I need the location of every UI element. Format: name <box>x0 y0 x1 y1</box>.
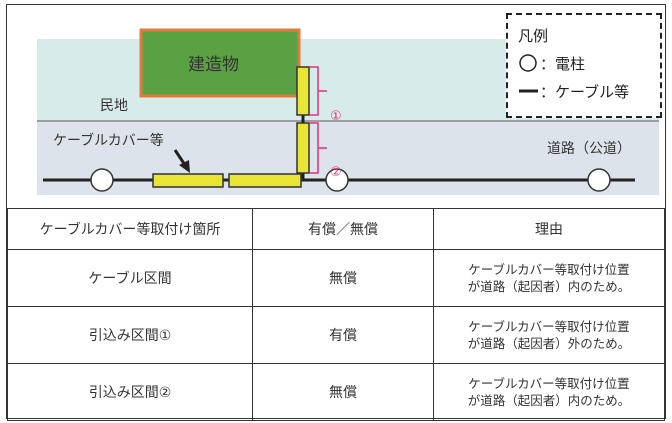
column-header-location: ケーブルカバー等取付け箇所 <box>7 208 253 250</box>
cable-legend-icon <box>519 89 538 93</box>
pole-legend-icon <box>519 54 537 72</box>
reason-line: ケーブルカバー等取付け位置 <box>468 319 630 334</box>
reason-line: が道路（起因者）外のため。 <box>467 336 631 351</box>
bracket-1 <box>310 66 327 116</box>
legend-pole-row: ：電柱 <box>518 53 585 74</box>
reason-line: ケーブルカバー等取付け位置 <box>468 262 630 277</box>
legend-cable-text: ：ケーブル等 <box>540 83 630 101</box>
arrow-line <box>173 149 187 166</box>
charge-cell: 無償 <box>252 249 434 307</box>
location-cell: ケーブル区間 <box>7 249 253 307</box>
bracket-2 <box>310 122 327 174</box>
cable-cover-section-2 <box>296 122 310 174</box>
reason-cell: ケーブルカバー等取付け位置が道路（起因者）内のため。 <box>433 363 665 421</box>
table-row: 引込み区間② 無償 ケーブルカバー等取付け位置が道路（起因者）内のため。 <box>7 363 665 421</box>
building-label: 建造物 <box>188 55 239 75</box>
legend-cable-row: ：ケーブル等 <box>518 81 629 102</box>
column-header-reason: 理由 <box>433 208 665 250</box>
private-land-label: 民地 <box>100 98 128 114</box>
building <box>139 28 301 98</box>
cable-cover-road-2 <box>228 173 302 188</box>
arrow-head-icon <box>179 160 190 173</box>
utility-pole-icon <box>325 168 349 192</box>
legend: 凡例 ：電柱 ：ケーブル等 <box>506 13 662 118</box>
charge-cell: 無償 <box>252 363 434 421</box>
road-label: 道路（公道） <box>547 141 631 157</box>
charge-table: ケーブルカバー等取付け箇所 有償／無償 理由 ケーブル区間 無償 ケーブルカバー… <box>7 208 665 421</box>
cable-cover-section-1 <box>296 66 310 116</box>
legend-pole-text: ：電柱 <box>540 55 586 73</box>
cable-cover-label: ケーブルカバー等 <box>53 133 164 149</box>
diagram: 建造物 民地 ケーブルカバー等 道路（公道） ① ② 凡例 ：電柱 ：ケーブル等 <box>7 5 664 208</box>
table-row: ケーブル区間 無償 ケーブルカバー等取付け位置が道路（起因者）内のため。 <box>7 249 665 307</box>
reason-cell: ケーブルカバー等取付け位置が道路（起因者）内のため。 <box>433 249 665 307</box>
marker-2-label: ② <box>330 165 342 180</box>
utility-pole-icon <box>90 168 114 192</box>
utility-pole-icon <box>587 168 611 192</box>
column-header-charge: 有償／無償 <box>252 208 434 250</box>
cable-cover-road-1 <box>152 173 224 188</box>
reason-line: ケーブルカバー等取付け位置 <box>468 376 630 391</box>
location-cell: 引込み区間① <box>7 306 253 364</box>
reason-line: が道路（起因者）内のため。 <box>467 279 631 294</box>
reason-cell: ケーブルカバー等取付け位置が道路（起因者）外のため。 <box>433 306 665 364</box>
figure-frame: 建造物 民地 ケーブルカバー等 道路（公道） ① ② 凡例 ：電柱 ：ケーブル等… <box>6 4 666 421</box>
charge-cell: 有償 <box>252 306 434 364</box>
location-cell: 引込み区間② <box>7 363 253 421</box>
legend-title: 凡例 <box>518 27 549 45</box>
reason-line: が道路（起因者）内のため。 <box>467 393 631 408</box>
marker-1-label: ① <box>330 109 342 124</box>
table-header-row: ケーブルカバー等取付け箇所 有償／無償 理由 <box>7 208 665 250</box>
table-row: 引込み区間① 有償 ケーブルカバー等取付け位置が道路（起因者）外のため。 <box>7 306 665 364</box>
